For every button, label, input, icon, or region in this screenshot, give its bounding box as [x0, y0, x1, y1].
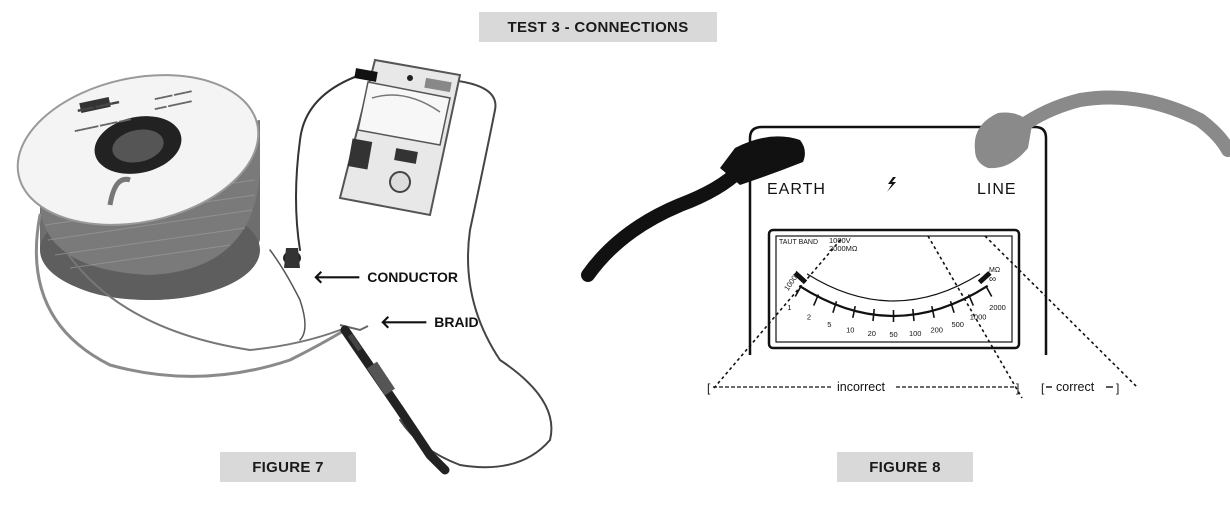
meter-brand: TAUT BAND	[779, 239, 818, 246]
arrow-left-icon: 🡐	[313, 267, 362, 287]
scale-tick-label: 5	[827, 320, 831, 329]
scale-tick	[967, 294, 975, 306]
svg-text:[: [	[707, 381, 711, 395]
cable-reel: ▬▬ ▬▬▬ ▬▬▬ ▬▬▬ ▬▬ ▬▬▬▬ ▬▬▬▬ ▬▬▬ ▬▬	[16, 74, 260, 300]
braid-callout: 🡐 BRAID	[380, 313, 479, 331]
scale-tick	[949, 301, 955, 313]
conductor-callout: 🡐 CONDUCTOR	[313, 268, 458, 286]
line-lead	[974, 90, 1230, 169]
meter-range-line2: 2000MΩ	[829, 244, 858, 253]
scale-tick	[985, 285, 993, 297]
incorrect-zone: [ incorrect ]	[707, 380, 1019, 395]
scale-tick-label: 500	[951, 320, 964, 329]
figure8-caption: FIGURE 8	[837, 452, 973, 482]
meter-right-label-top: MΩ	[989, 267, 1000, 274]
scale-tick	[812, 294, 820, 306]
scale-tick-label: 1	[787, 303, 791, 312]
scale-tick-label: 2	[807, 313, 811, 322]
scale-tick	[912, 308, 915, 322]
viewing-angle-lines	[713, 235, 1139, 399]
meter-body	[748, 125, 1048, 355]
braid-label: BRAID	[434, 314, 479, 330]
svg-text:]: ]	[1116, 381, 1119, 395]
svg-text:]: ]	[1016, 381, 1019, 395]
scale-tick-label: 100	[909, 329, 922, 338]
scale-tick	[832, 301, 838, 313]
correct-label: correct	[1056, 380, 1095, 394]
scale-tick-label: 2000	[989, 303, 1006, 312]
page-title: TEST 3 - CONNECTIONS	[479, 12, 717, 42]
insulation-tester	[338, 58, 462, 217]
scale-tick-label: 50	[889, 330, 897, 339]
scale-tick	[872, 308, 875, 322]
earth-terminal-label: EARTH	[767, 181, 826, 198]
svg-text:[: [	[1041, 381, 1045, 395]
meter-face-outer	[767, 228, 1021, 350]
arrow-left-icon: 🡐	[380, 312, 429, 332]
conductor-clip	[283, 248, 301, 268]
earth-lead	[581, 136, 805, 282]
scale-tick-label: 20	[868, 329, 876, 338]
scale-tick	[931, 305, 935, 318]
scale-tick-label: 10	[846, 326, 854, 335]
meter-right-label-bottom: ∞	[989, 274, 996, 285]
test-cables	[34, 74, 553, 469]
braid-probe	[339, 324, 450, 475]
line-terminal-label: LINE	[977, 181, 1017, 198]
scale-tick-label: 1000	[970, 313, 987, 322]
meter-face-inner	[775, 235, 1013, 343]
scale-tick-label: 200	[930, 326, 943, 335]
lightning-bolt-icon	[887, 177, 896, 192]
conductor-label: CONDUCTOR	[367, 269, 459, 285]
figure7-caption: FIGURE 7	[220, 452, 356, 482]
correct-zone: [ correct ]	[1041, 380, 1119, 395]
incorrect-label: incorrect	[837, 380, 885, 394]
scale-tick	[852, 305, 856, 318]
